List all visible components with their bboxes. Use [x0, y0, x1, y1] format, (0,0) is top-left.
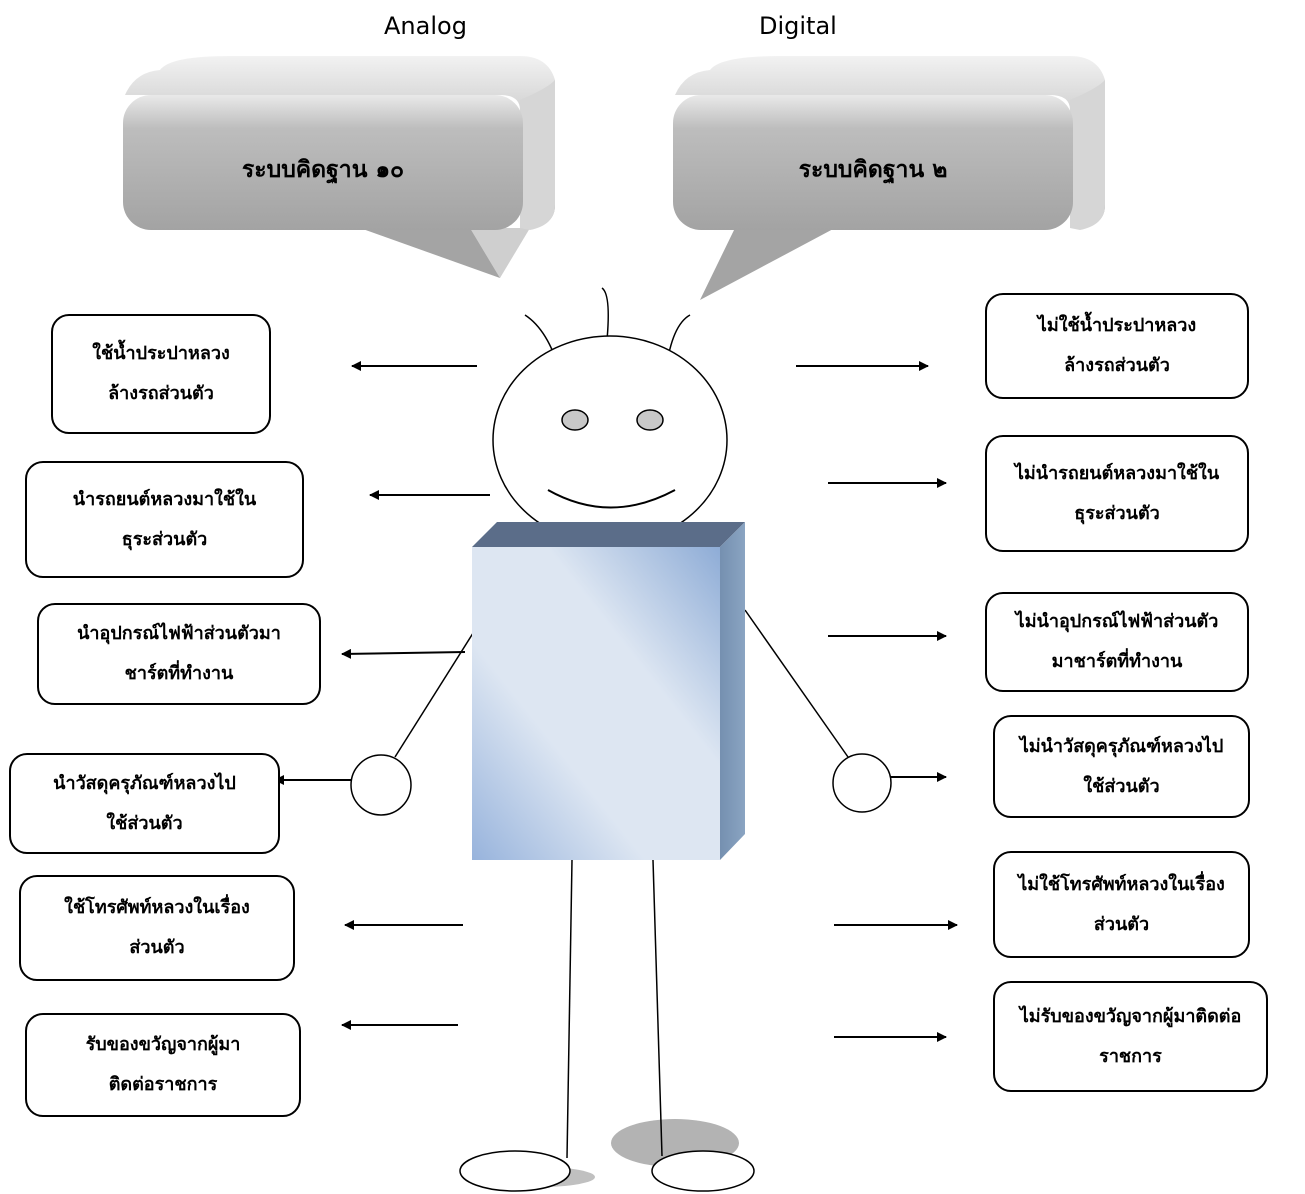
box-line: ไม่ใช้น้ำประปาหลวง [1037, 315, 1197, 336]
head [492, 335, 728, 545]
left-speech-bubble [123, 56, 555, 278]
box-line: ไม่นำอุปกรณ์ไฟฟ้าส่วนตัว [1015, 611, 1219, 632]
box-line: ไม่นำรถยนต์หลวงมาใช้ใน [1014, 462, 1220, 484]
left-arm [394, 629, 476, 758]
left-item-box: นำรถยนต์หลวงมาใช้ใน ธุระส่วนตัว [25, 461, 304, 578]
arrow-left-3 [341, 648, 466, 659]
right-item-box: ไม่รับของขวัญจากผู้มาติดต่อ ราชการ [993, 981, 1268, 1092]
box-line: ส่วนตัว [129, 937, 185, 958]
analog-heading: Analog [384, 12, 467, 40]
right-eye [636, 409, 664, 431]
right-item-box: ไม่นำรถยนต์หลวงมาใช้ใน ธุระส่วนตัว [985, 435, 1249, 552]
body-box [472, 522, 745, 860]
right-item-box: ไม่ใช้โทรศัพท์หลวงในเรื่อง ส่วนตัว [993, 851, 1250, 958]
left-item-box: รับของขวัญจากผู้มา ติดต่อราชการ [25, 1013, 301, 1117]
box-line: นำรถยนต์หลวงมาใช้ใน [72, 488, 257, 510]
box-line: ไม่รับของขวัญจากผู้มาติดต่อ [1019, 1005, 1242, 1027]
left-bubble-text: ระบบคิดฐาน ๑๐ [241, 157, 405, 183]
box-line: นำวัสดุครุภัณฑ์หลวงไป [53, 772, 236, 794]
right-leg [652, 859, 663, 1157]
box-line: รับของขวัญจากผู้มา [85, 1034, 241, 1055]
mouth [547, 489, 676, 509]
right-hand [832, 753, 892, 813]
left-leg [566, 859, 573, 1159]
box-line: ราชการ [1099, 1045, 1162, 1067]
box-line: ติดต่อราชการ [108, 1074, 218, 1095]
box-line: ชาร์ตที่ทำงาน [124, 663, 234, 684]
left-item-box: ใช้น้ำประปาหลวง ล้างรถส่วนตัว [51, 314, 271, 434]
right-item-box: ไม่ใช้น้ำประปาหลวง ล้างรถส่วนตัว [985, 293, 1249, 399]
box-line: ใช้โทรศัพท์หลวงในเรื่อง [64, 897, 250, 918]
box-line: ล้างรถส่วนตัว [108, 383, 214, 404]
right-item-box: ไม่นำวัสดุครุภัณฑ์หลวงไป ใช้ส่วนตัว [993, 715, 1250, 818]
right-bubble-text: ระบบคิดฐาน ๒ [798, 157, 948, 183]
box-line: ใช้น้ำประปาหลวง [92, 343, 230, 364]
right-foot [651, 1150, 755, 1192]
box-line: ใช้ส่วนตัว [106, 812, 183, 834]
left-item-box: นำอุปกรณ์ไฟฟ้าส่วนตัวมา ชาร์ตที่ทำงาน [37, 603, 321, 705]
left-hand [350, 754, 412, 816]
left-arrows [274, 361, 490, 1030]
box-line: นำอุปกรณ์ไฟฟ้าส่วนตัวมา [77, 623, 281, 644]
digital-heading: Digital [759, 12, 837, 40]
box-line: ล้างรถส่วนตัว [1064, 355, 1170, 376]
right-arrows [796, 361, 958, 1042]
left-foot [459, 1150, 571, 1192]
box-line: ธุระส่วนตัว [121, 528, 208, 550]
right-arm [744, 609, 849, 758]
box-line: ไม่นำวัสดุครุภัณฑ์หลวงไป [1019, 735, 1224, 757]
right-speech-bubble [673, 56, 1105, 300]
left-item-box: นำวัสดุครุภัณฑ์หลวงไป ใช้ส่วนตัว [9, 753, 280, 854]
left-item-box: ใช้โทรศัพท์หลวงในเรื่อง ส่วนตัว [19, 875, 295, 981]
box-line: ไม่ใช้โทรศัพท์หลวงในเรื่อง [1018, 873, 1225, 895]
box-line: ใช้ส่วนตัว [1083, 775, 1160, 797]
right-item-box: ไม่นำอุปกรณ์ไฟฟ้าส่วนตัว มาชาร์ตที่ทำงาน [985, 592, 1249, 692]
box-line: มาชาร์ตที่ทำงาน [1051, 651, 1183, 672]
left-eye [561, 409, 589, 431]
box-line: ส่วนตัว [1093, 913, 1150, 935]
box-line: ธุระส่วนตัว [1074, 502, 1160, 524]
